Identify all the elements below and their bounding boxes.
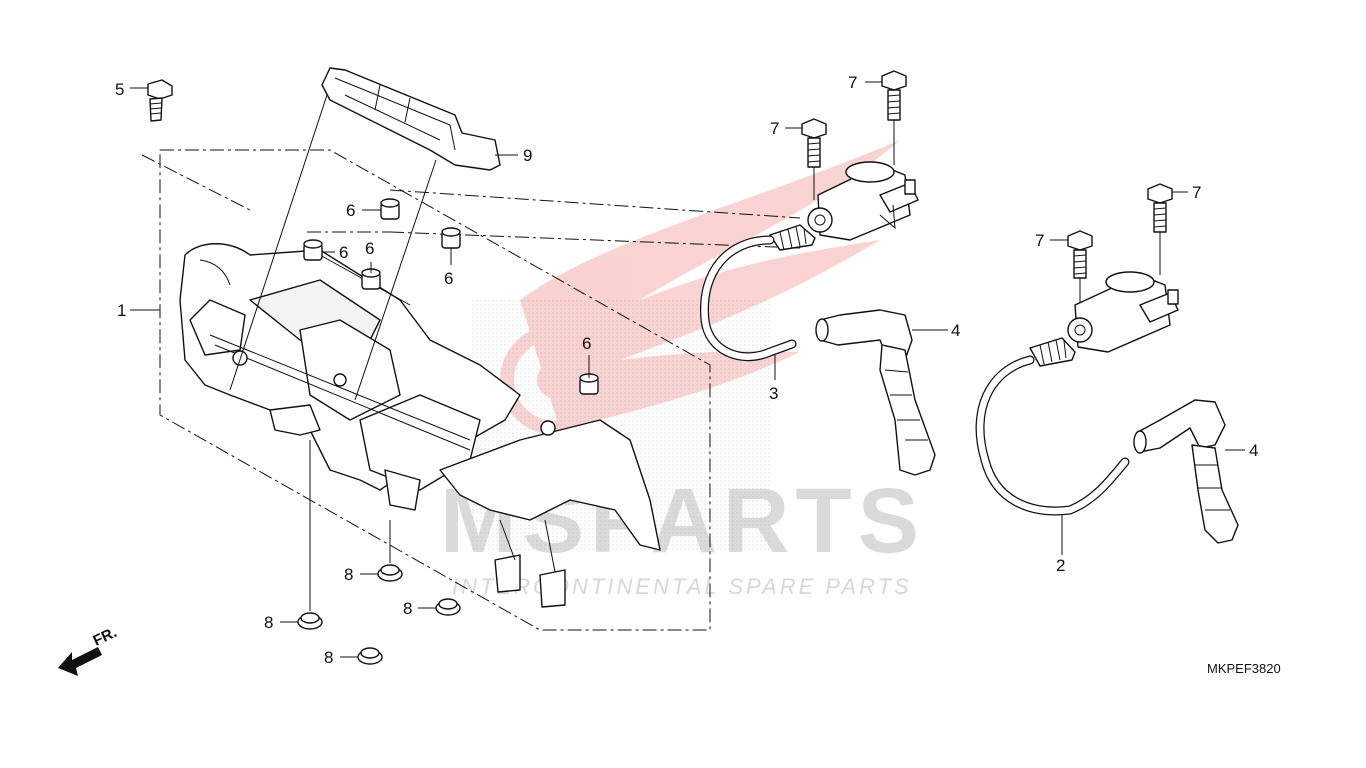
callout-9: 9	[523, 146, 532, 165]
callout-7-b: 7	[770, 119, 779, 138]
callout-8-c: 8	[264, 613, 273, 632]
collar-parts-6	[303, 198, 599, 395]
callout-7-a: 7	[848, 73, 857, 92]
front-direction-indicator: FR.	[58, 624, 120, 676]
leader-lines	[130, 81, 1188, 658]
callout-4-upper: 4	[951, 321, 960, 340]
callout-4-lower: 4	[1249, 441, 1258, 460]
cord-part-3	[699, 235, 797, 380]
ignition-coil-lower	[1029, 271, 1179, 367]
callout-6-b: 6	[339, 243, 348, 262]
bolt-parts-7-lower	[1067, 183, 1173, 312]
callout-6-c: 6	[365, 239, 374, 258]
plug-cap-upper	[815, 309, 948, 476]
callout-6-e: 6	[582, 334, 591, 353]
bolt-parts-7-upper	[801, 70, 907, 200]
cord-part-2	[975, 355, 1130, 555]
cover-part-9	[229, 67, 501, 401]
ignition-coil-upper	[769, 161, 919, 251]
frame-bracket	[179, 243, 661, 608]
callout-6-d: 6	[444, 269, 453, 288]
callout-1: 1	[117, 301, 126, 320]
callout-3: 3	[769, 384, 778, 403]
callout-labels: 5 1 9 6 6 6 6 6 7 7 7 7 4 3 4 2 8 8 8 8	[115, 73, 1258, 667]
callout-8-a: 8	[344, 565, 353, 584]
diagram-ref-code: MKPEF3820	[1207, 661, 1281, 676]
watermark-tagline: INTERCONTINENTAL SPARE PARTS	[452, 574, 912, 599]
callout-2: 2	[1056, 556, 1065, 575]
callout-7-c: 7	[1192, 183, 1201, 202]
callout-5: 5	[115, 80, 124, 99]
callout-8-d: 8	[324, 648, 333, 667]
plug-cap-lower	[1133, 399, 1245, 544]
callout-7-d: 7	[1035, 231, 1044, 250]
callout-8-b: 8	[403, 599, 412, 618]
bolt-part-5	[147, 79, 173, 122]
callout-6-a: 6	[346, 201, 355, 220]
front-label: FR.	[91, 624, 120, 650]
front-arrow-icon	[58, 647, 102, 676]
